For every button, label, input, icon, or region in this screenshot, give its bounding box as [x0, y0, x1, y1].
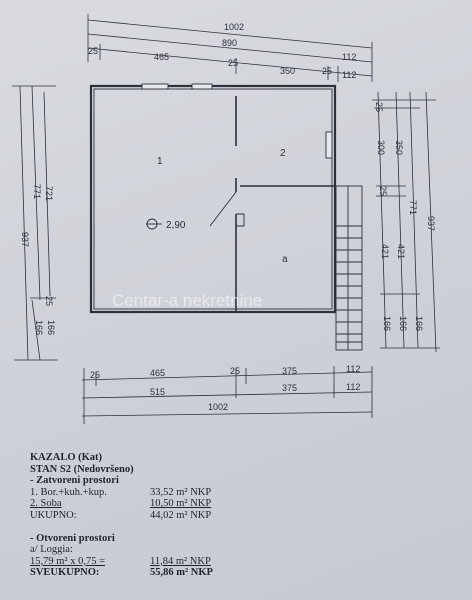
dim-top-25a: 25 — [88, 46, 98, 56]
dim-right-421a: 421 — [380, 244, 390, 259]
dim-line-bottom-515 — [81, 391, 373, 399]
dim-top-465: 465 — [154, 52, 169, 62]
dim-top-890: 890 — [222, 38, 237, 48]
dim-line-right-937 — [425, 91, 437, 353]
legend-subtotal-value: 44,02 m² NKP — [150, 509, 212, 521]
dim-right-25a: 25 — [374, 102, 384, 112]
dim-top-25c: 25 — [322, 66, 332, 76]
window-top-mid — [191, 83, 213, 90]
dim-left-721: 721 — [44, 186, 54, 201]
staircase — [335, 185, 363, 351]
dim-right-166c: 166 — [414, 316, 424, 331]
dim-line-right-inner — [377, 91, 387, 349]
legend-open-header: - Otvoreni prostori — [30, 532, 115, 544]
dim-left-25: 25 — [44, 296, 54, 306]
dim-right-421b: 421 — [396, 244, 406, 259]
dim-left-937: 937 — [20, 232, 30, 247]
dim-bottom-25a: 25 — [90, 370, 100, 380]
dim-right-166a: 166 — [382, 316, 392, 331]
dim-line-bottom-total — [81, 411, 373, 417]
dim-line-left-771 — [31, 85, 41, 301]
dim-bottom-112b: 112 — [346, 382, 360, 392]
dim-right-771: 771 — [408, 200, 418, 215]
legend-subtotal: UKUPNO: 44,02 m² NKP — [30, 510, 230, 522]
room-a-label: a — [282, 254, 288, 265]
legend-total: SVEUKUPNO: 55,86 m² NKP — [30, 567, 230, 579]
dim-right-300: 300 — [376, 140, 386, 155]
dim-bottom-112a: 112 — [346, 364, 360, 374]
watermark: Centar-a nekretnine — [112, 291, 262, 310]
legend-subtotal-label: UKUPNO: — [30, 509, 77, 521]
dim-bottom-total: 1002 — [208, 402, 228, 412]
dim-top-112a: 112 — [342, 52, 356, 62]
legend-unit: STAN S2 (Nedovršeno) — [30, 463, 134, 475]
legend-closed-header: - Zatvoreni prostori — [30, 475, 119, 487]
legend-loggia-label: a/ Loggia: — [30, 544, 73, 556]
dim-right-166b: 166 — [398, 316, 408, 331]
dim-bottom-375b: 375 — [282, 383, 297, 393]
dim-bottom-25b: 25 — [230, 366, 240, 376]
dim-left-771: 771 — [32, 184, 42, 199]
legend-row-2: 2. Soba 10,50 m² NKP — [30, 498, 230, 510]
dim-line-bottom-segments — [81, 371, 373, 381]
dim-line-top-890 — [87, 33, 373, 63]
legend-loggia-value: 11,84 m² NKP — [150, 555, 211, 567]
dim-bottom-465: 465 — [150, 368, 165, 378]
dim-line-top-total — [87, 19, 373, 49]
dim-bottom-515: 515 — [150, 387, 165, 397]
legend-row-2-value: 10,50 m² NKP — [150, 498, 212, 510]
legend-row-1-value: 33,52 m² NKP — [150, 486, 212, 498]
dim-top-total: 1002 — [224, 22, 244, 32]
legend-title: KAZALO (Kat) — [30, 452, 103, 463]
dim-left-166a: 166 — [34, 320, 44, 335]
dim-bottom-375a: 375 — [282, 366, 297, 376]
door-swing — [209, 191, 237, 227]
room-2-label: 2 — [280, 148, 286, 159]
dim-top-25b: 25 — [228, 58, 238, 68]
room-1-label: 1 — [157, 156, 163, 167]
legend-loggia-calc: 15,79 m² x 0,75 = — [30, 555, 105, 567]
window-top-left — [141, 83, 169, 90]
ceiling-height-label: 2,90 — [166, 220, 186, 231]
dim-line-top-segments — [87, 47, 373, 77]
legend-total-value: 55,86 m² NKP — [150, 567, 213, 579]
dim-right-350: 350 — [394, 140, 404, 155]
dim-top-350: 350 — [280, 66, 295, 76]
legend-row-1-label: 1. Bor.+kuh.+kup. — [30, 486, 107, 498]
legend-row-2-label: 2. Soba — [30, 498, 62, 510]
legend-loggia: 15,79 m² x 0,75 = 11,84 m² NKP — [30, 556, 230, 568]
legend-row-1: 1. Bor.+kuh.+kup. 33,52 m² NKP — [30, 487, 230, 499]
dim-left-166b: 166 — [46, 320, 56, 335]
dim-line-left-937 — [19, 85, 29, 361]
dim-top-112b: 112 — [342, 70, 356, 80]
legend-total-label: SVEUKUPNO: — [30, 567, 100, 579]
window-right — [325, 131, 333, 159]
dim-right-25b: 25 — [378, 186, 388, 196]
area-legend: KAZALO (Kat) STAN S2 (Nedovršeno) - Zatv… — [30, 452, 230, 579]
dim-line-left-721 — [43, 91, 51, 297]
exterior-walls — [89, 84, 337, 314]
dim-right-937: 937 — [426, 216, 436, 231]
walls — [89, 84, 337, 314]
